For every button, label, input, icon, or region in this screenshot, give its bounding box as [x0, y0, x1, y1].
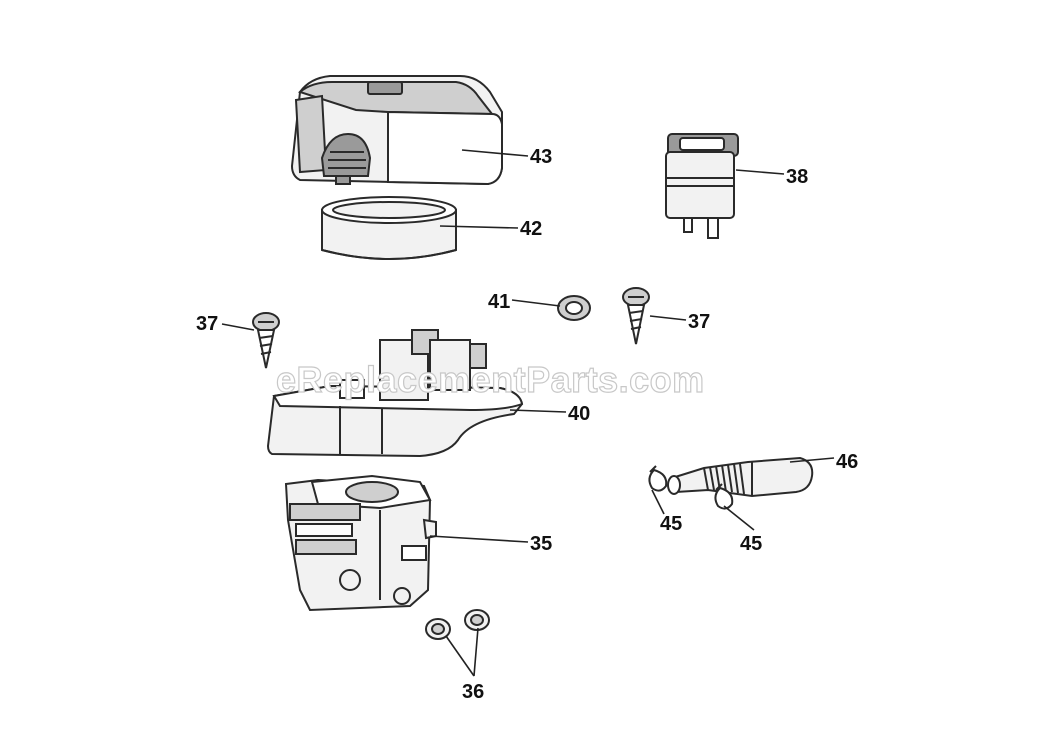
- leader-45-right: [723, 505, 755, 531]
- part-46-breather-tube: [667, 456, 814, 498]
- callout-36: 36: [462, 681, 484, 703]
- leader-45-left: [651, 489, 665, 515]
- leader-42: [439, 225, 519, 229]
- leader-43: [461, 149, 529, 157]
- callout-42: 42: [520, 218, 542, 240]
- callout-45-right: 45: [740, 533, 762, 555]
- callout-41: 41: [488, 291, 510, 313]
- leader-40: [509, 409, 567, 413]
- leader-38: [735, 169, 785, 175]
- part-43-air-cleaner-cover: [290, 75, 503, 186]
- callout-37-left: 37: [196, 313, 218, 335]
- leader-36-a: [445, 635, 475, 677]
- part-40-air-cleaner-base: [266, 329, 524, 458]
- leader-46: [789, 457, 835, 463]
- part-45-clamp-left: [648, 465, 668, 492]
- leader-37-right: [649, 315, 687, 321]
- part-36-nut-left: [425, 618, 451, 640]
- callout-43: 43: [530, 146, 552, 168]
- part-37-screw-left: [252, 312, 280, 369]
- callout-37-right: 37: [688, 311, 710, 333]
- callout-45-left: 45: [660, 513, 682, 535]
- leader-35: [429, 535, 529, 543]
- callout-35: 35: [530, 533, 552, 555]
- part-41-grommet: [557, 295, 591, 321]
- part-36-nut-right: [464, 609, 490, 631]
- part-37-screw-right: [622, 287, 650, 345]
- part-35-adapter-body: [284, 474, 437, 612]
- leader-36-b: [473, 627, 479, 677]
- part-38-switch: [665, 133, 739, 239]
- callout-46: 46: [836, 451, 858, 473]
- part-45-clamp-right: [714, 483, 734, 510]
- callout-40: 40: [568, 403, 590, 425]
- part-42-filter-element: [321, 196, 457, 260]
- leader-37-left: [221, 323, 255, 331]
- leader-41: [511, 299, 561, 307]
- watermark: eReplacementParts.com: [276, 359, 705, 400]
- callout-38: 38: [786, 166, 808, 188]
